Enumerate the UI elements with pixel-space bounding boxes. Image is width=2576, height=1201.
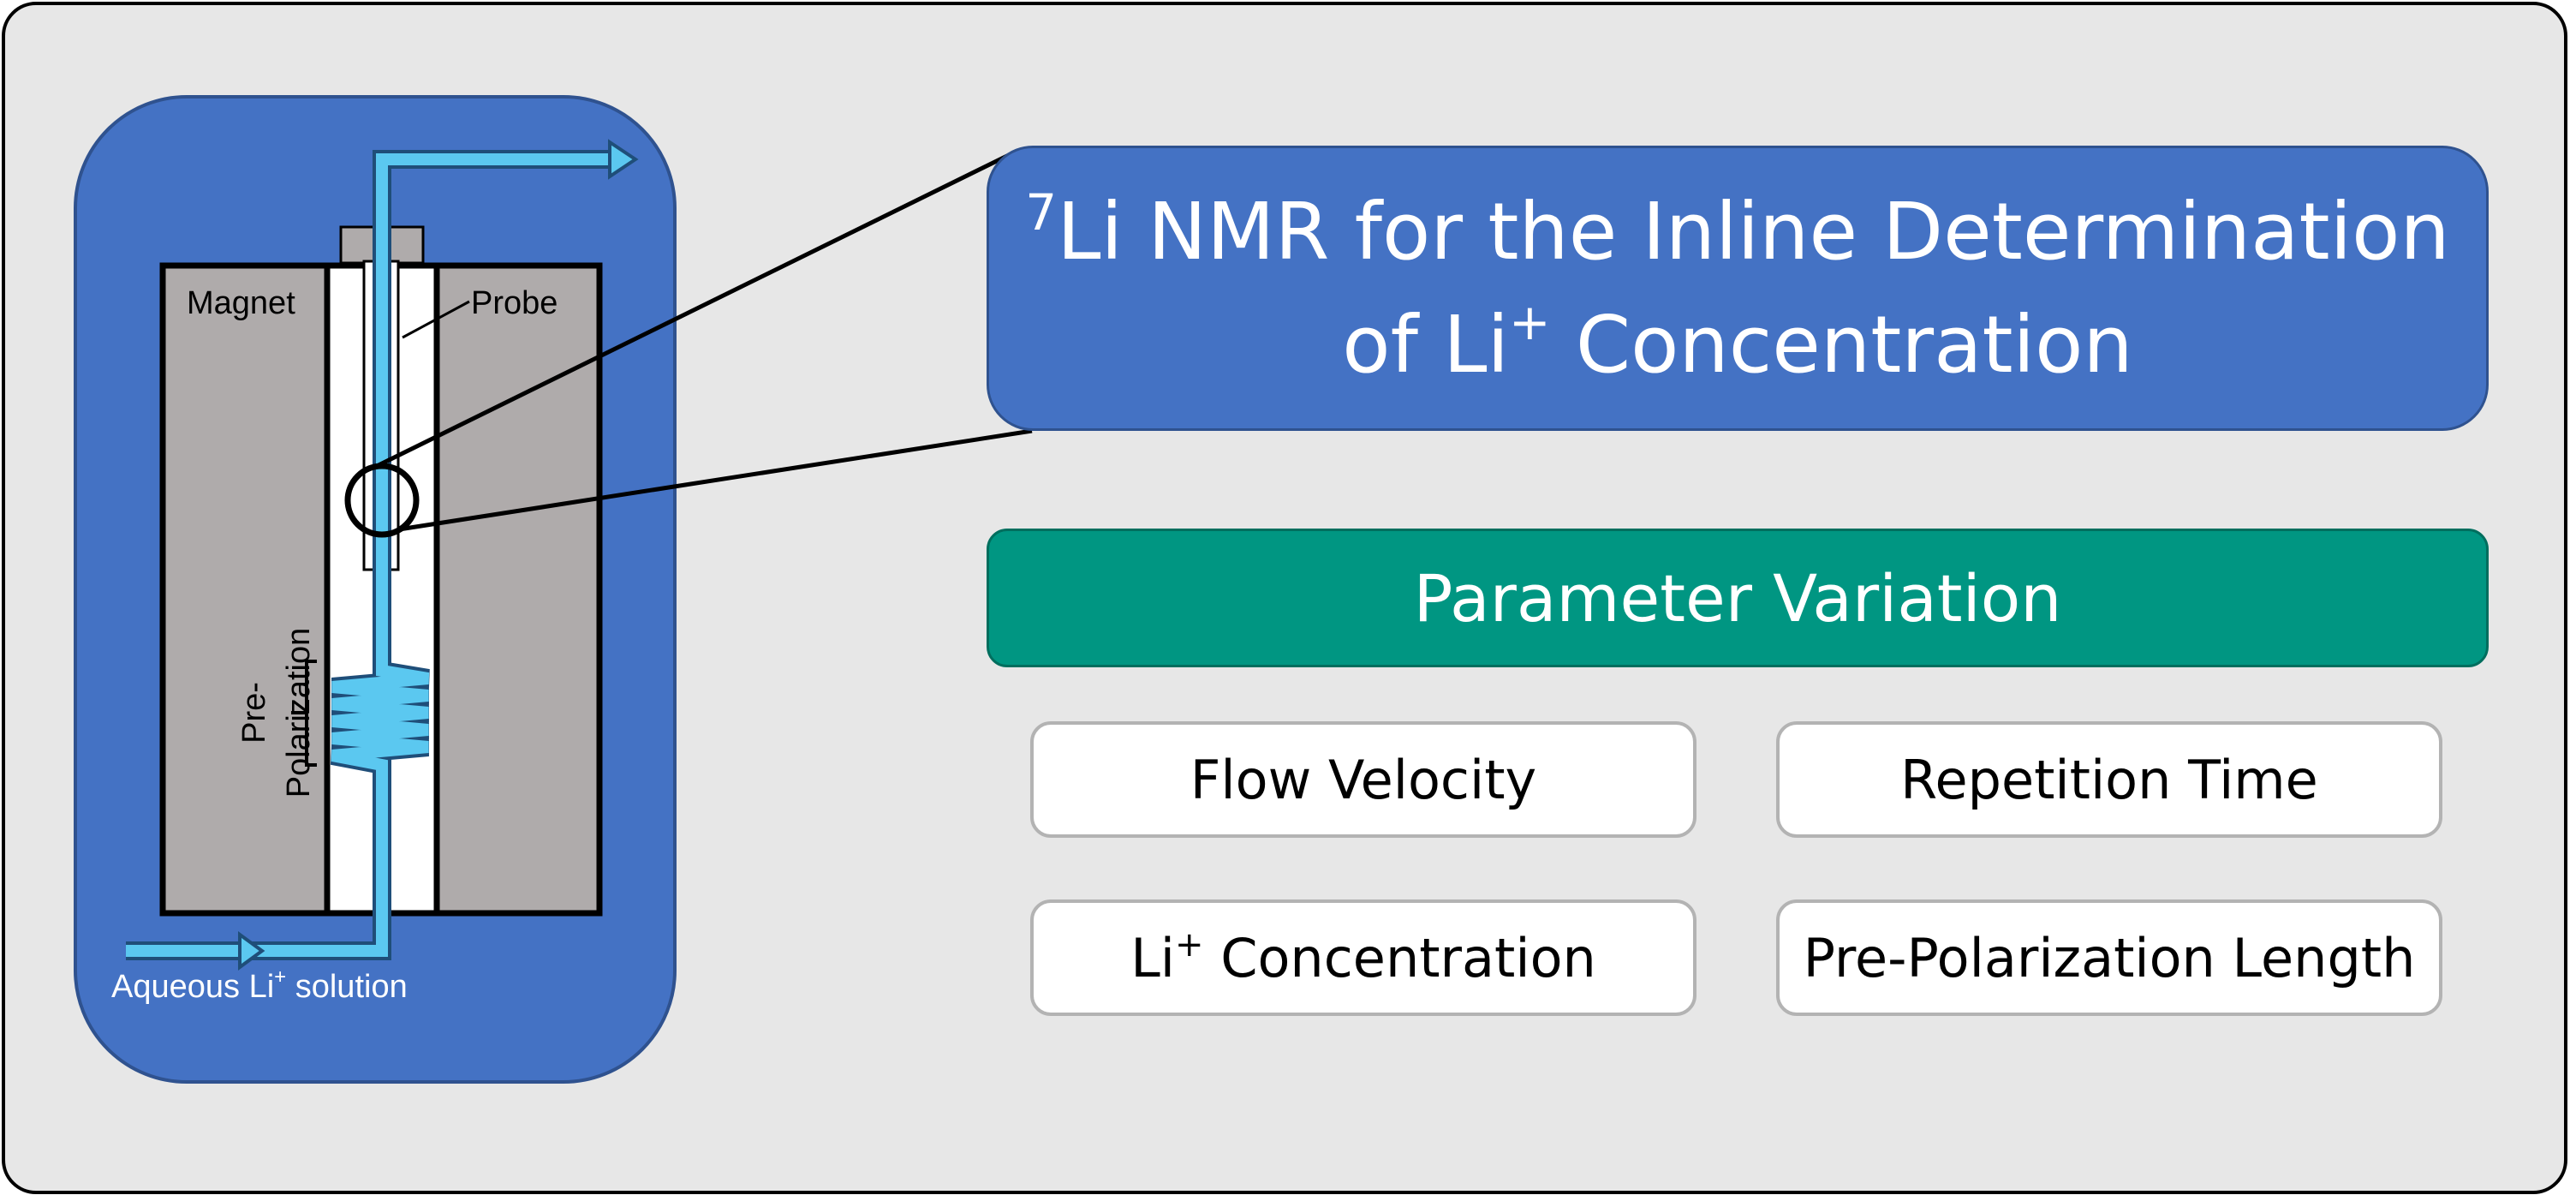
magnet-label: Magnet [187,285,295,321]
li-concentration-box: Li+ Concentration [1030,899,1696,1016]
flow-velocity-label: Flow Velocity [1190,748,1537,811]
title-line2-end: Concentration [1550,298,2133,391]
repetition-time-label: Repetition Time [1900,748,2318,811]
probe-leader-line [402,300,470,339]
flow-velocity-box: Flow Velocity [1030,721,1696,838]
li-concentration-label-end: Concentration [1203,926,1596,989]
zoom-line-top [375,152,1012,469]
parameter-variation-header: Parameter Variation [987,529,2489,667]
zoom-line-bottom [398,428,1033,532]
li-concentration-label-start: Li [1130,926,1175,989]
probe-label: Probe [471,285,558,321]
title-text: 7Li NMR for the Inline Determination of … [1025,176,2449,402]
li-concentration-label: Li+ Concentration [1130,927,1596,989]
inlet-label-superscript: + [274,965,287,989]
pre-polarization-bracket [291,660,317,767]
pre-polarization-length-box: Pre-Polarization Length [1776,899,2442,1016]
title-line1: Li NMR for the Inline Determination [1057,185,2450,278]
pre-polarization-label-line1: Pre- [236,682,272,744]
flow-tube [126,150,615,960]
pre-polarization-length-label: Pre-Polarization Length [1803,926,2416,989]
title-line2-superscript: + [1509,292,1551,351]
pre-polarization-label-line2: Polarization [281,627,317,798]
title-line2-start: of Li [1342,298,1510,391]
inlet-label-text: Aqueous Li [111,969,275,1005]
inlet-arrowhead [238,931,265,971]
repetition-time-box: Repetition Time [1776,721,2442,838]
outlet-arrowhead [608,139,639,180]
inlet-label-text-end: solution [286,969,408,1005]
title-box: 7Li NMR for the Inline Determination of … [987,146,2489,431]
title-superscript: 7 [1025,182,1058,242]
li-concentration-superscript: + [1174,924,1204,965]
inlet-label: Aqueous Li+ solution [111,967,408,1006]
detection-region-circle [344,463,420,538]
